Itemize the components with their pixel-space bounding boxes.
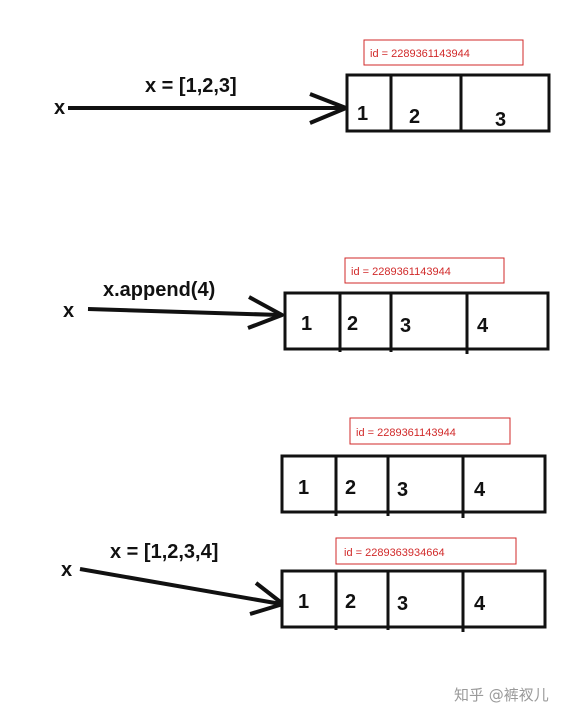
list-cell: 1 [298, 591, 309, 613]
id-box [335, 537, 517, 565]
list-cell: 2 [345, 477, 356, 499]
list-cell: 3 [400, 315, 411, 337]
list-box [280, 454, 547, 514]
id-box [363, 39, 524, 66]
list-cell: 4 [474, 479, 486, 501]
id-label: id = 2289361143944 [356, 427, 456, 439]
variable-label: x [54, 97, 65, 119]
id-box [344, 257, 505, 284]
panel-1: id = 2289361143944 x = [1,2,3] x 1 2 3 [54, 39, 551, 133]
panel-2: id = 2289361143944 x.append(4) x 1 2 3 4 [63, 257, 550, 354]
list-cell: 2 [347, 313, 358, 335]
list-cell: 1 [298, 477, 309, 499]
list-cell: 3 [495, 109, 506, 131]
panel-4: id = 2289363934664 x = [1,2,3,4] x 1 2 3… [61, 537, 547, 632]
list-cell: 3 [397, 593, 408, 615]
list-cell: 4 [474, 593, 486, 615]
variable-label: x [61, 559, 72, 581]
panel-3: id = 2289361143944 1 2 3 4 [280, 417, 547, 518]
reference-arrow [87, 307, 281, 317]
id-label: id = 2289361143944 [370, 48, 470, 60]
list-box [345, 73, 551, 133]
list-box [280, 569, 547, 629]
list-cell: 3 [397, 479, 408, 501]
reference-arrow [79, 567, 282, 606]
watermark: 知乎 @裤衩儿 [454, 686, 549, 704]
list-cell: 2 [409, 106, 420, 128]
variable-label: x [63, 300, 74, 322]
arrowhead [247, 295, 284, 330]
statement-label: x = [1,2,3] [145, 75, 237, 97]
list-box [283, 291, 550, 351]
id-label: id = 2289363934664 [344, 547, 445, 559]
list-cell: 1 [301, 313, 312, 335]
list-cell: 4 [477, 315, 489, 337]
statement-label: x.append(4) [103, 279, 215, 301]
watermark-text: 知乎 @裤衩儿 [454, 686, 549, 704]
id-box [349, 417, 511, 445]
statement-label: x = [1,2,3,4] [110, 541, 218, 563]
id-label: id = 2289361143944 [351, 266, 451, 278]
list-cell: 2 [345, 591, 356, 613]
list-cell: 1 [357, 103, 368, 125]
